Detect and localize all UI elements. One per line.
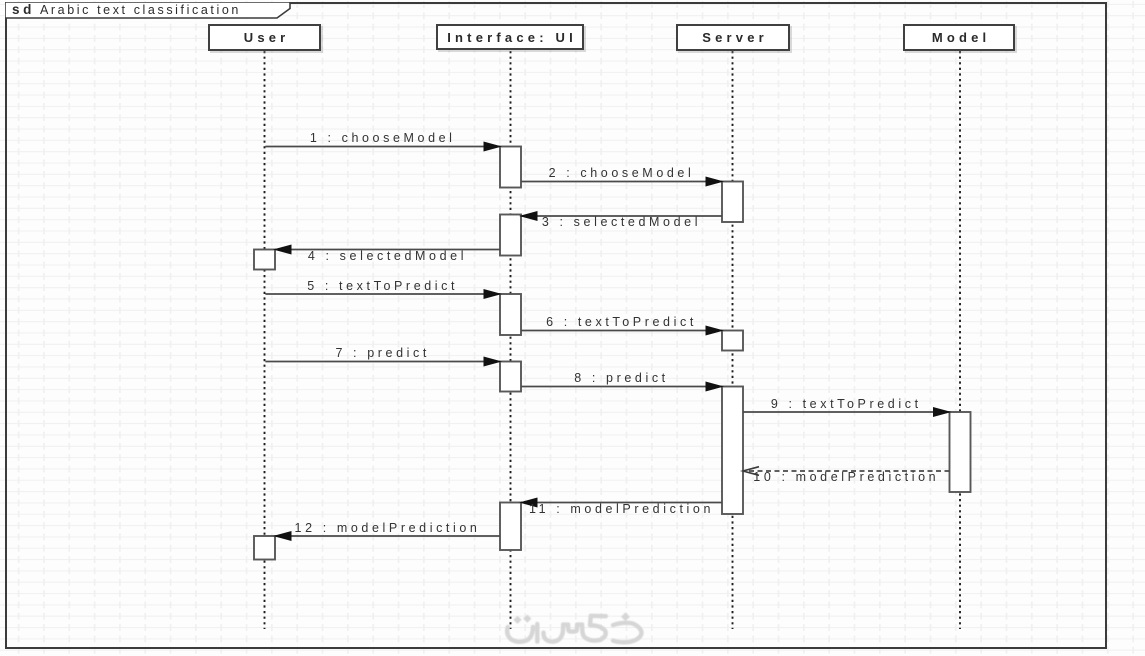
frame-title-pentagon: sd Arabic text classification	[5, 2, 291, 19]
watermark-glyph-kha	[610, 620, 644, 645]
activation-bar-server[interactable]	[721, 385, 744, 515]
activation-bar-interface[interactable]	[499, 293, 522, 336]
participant-model[interactable]: Model	[903, 24, 1015, 51]
filled-arrowhead-4	[273, 244, 292, 255]
activation-bar-server[interactable]	[721, 329, 744, 352]
activation-bar-interface[interactable]	[499, 213, 522, 257]
message-label-10: 10 : modelPrediction	[753, 470, 940, 485]
watermark-glyph-seen	[541, 622, 590, 644]
watermark-glyph-five	[584, 613, 608, 643]
watermark-dot	[523, 614, 532, 623]
activation-bar-model[interactable]	[948, 411, 972, 493]
filled-arrowhead-9	[933, 407, 952, 417]
message-label-6: 6 : textToPredict	[546, 315, 697, 330]
message-label-4: 4 : selectedModel	[307, 248, 468, 263]
message-label-11: 11 : modelPrediction	[528, 501, 715, 516]
frame-keyword: sd	[12, 2, 35, 17]
activation-bar-interface[interactable]	[499, 145, 522, 189]
watermark-dot	[513, 615, 522, 624]
filled-arrowhead-7	[483, 356, 502, 367]
filled-arrowhead-11	[519, 497, 538, 508]
message-label-8: 8 : predict	[574, 371, 669, 386]
participant-server[interactable]: Server	[676, 24, 790, 51]
frame-title: sd Arabic text classification	[12, 2, 284, 18]
filled-arrowhead-6	[705, 325, 724, 336]
activation-bar-interface[interactable]	[499, 501, 522, 551]
message-label-1: 1 : chooseModel	[309, 131, 456, 146]
message-label-3: 3 : selectedModel	[541, 215, 702, 230]
message-label-2: 2 : chooseModel	[548, 166, 695, 181]
filled-arrowhead-5	[483, 289, 502, 299]
participant-interface-ui[interactable]: Interface: UI	[436, 24, 584, 50]
filled-arrowhead-2	[705, 176, 724, 187]
message-label-12: 12 : modelPrediction	[294, 520, 481, 535]
activation-bar-interface[interactable]	[499, 360, 522, 393]
filled-arrowhead-3	[519, 211, 538, 221]
diagram-frame	[5, 2, 1107, 649]
activation-bar-user[interactable]	[253, 248, 276, 271]
activation-bar-server[interactable]	[721, 180, 744, 223]
activation-bar-user[interactable]	[253, 535, 276, 561]
watermark-khamsat-glyphs	[504, 612, 644, 645]
participant-user[interactable]: User	[208, 24, 321, 51]
message-label-7: 7 : predict	[335, 346, 430, 361]
open-arrowhead-10	[739, 465, 760, 477]
filled-arrowhead-8	[705, 381, 724, 392]
frame-label-pentagon-shape	[5, 2, 291, 19]
frame-title-text: Arabic text classification	[39, 3, 241, 17]
message-label-9: 9 : textToPredict	[770, 396, 922, 411]
filled-arrowhead-1	[483, 141, 502, 152]
watermark-glyph-ta	[504, 624, 536, 645]
watermark-dot	[621, 612, 630, 622]
message-label-5: 5 : textToPredict	[307, 278, 459, 293]
filled-arrowhead-12	[273, 531, 292, 541]
